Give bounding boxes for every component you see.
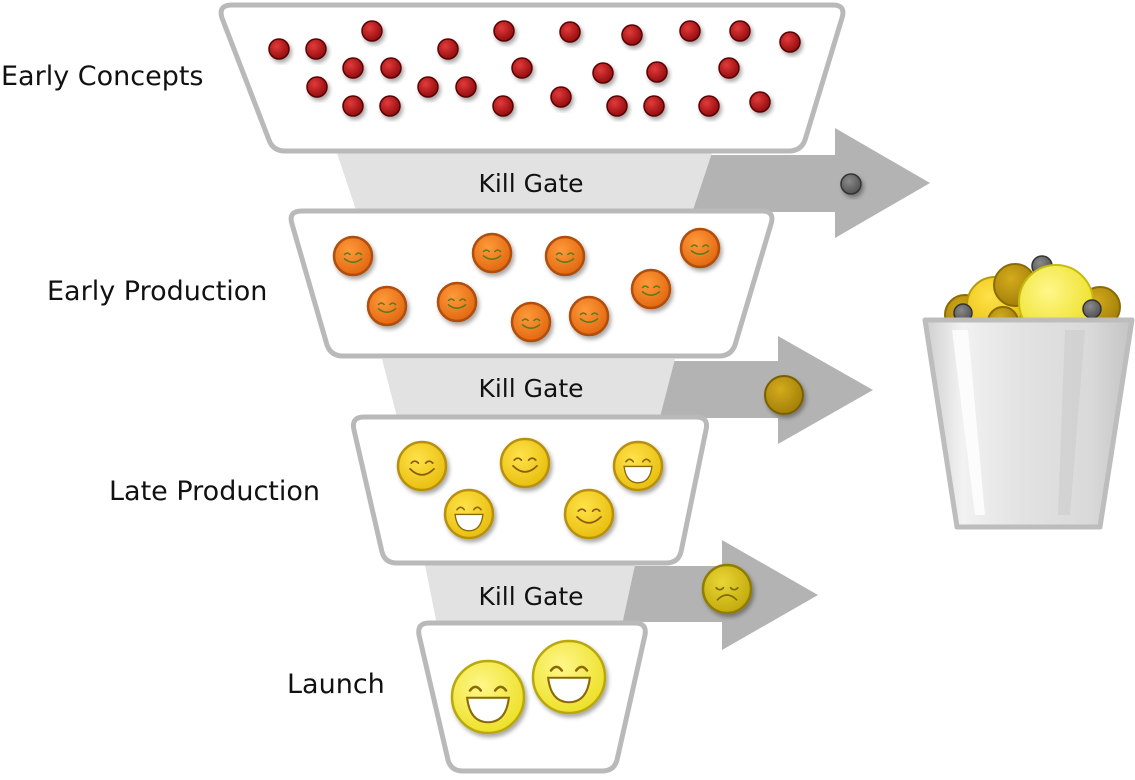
concept-dot-icon xyxy=(305,38,327,60)
concept-dot-icon xyxy=(380,57,402,79)
smiley-icon xyxy=(436,281,478,323)
kill-gate-3 xyxy=(425,565,635,625)
concept-dot-icon xyxy=(729,20,751,42)
concept-dot-icon xyxy=(492,95,514,117)
trash-bin-shade xyxy=(1058,330,1085,515)
kill-gate-label-3: Kill Gate xyxy=(478,582,583,611)
concept-dot-icon xyxy=(455,76,477,98)
funnel-items xyxy=(268,20,862,735)
concept-dot-icon xyxy=(621,24,643,46)
kill-gate-label-1: Kill Gate xyxy=(478,169,583,198)
smiley-icon xyxy=(499,437,551,489)
stage-box-early-concepts xyxy=(218,2,846,154)
concept-dot-icon xyxy=(379,95,401,117)
concept-dot-icon xyxy=(361,20,383,42)
concept-dot-icon xyxy=(592,62,614,84)
stage-box-early-production xyxy=(288,208,775,359)
concept-dot-icon xyxy=(306,76,328,98)
smiley-icon xyxy=(544,235,586,277)
smiley-icon xyxy=(630,268,672,310)
kill-gate-2 xyxy=(382,359,675,417)
stage-label-early-production: Early Production xyxy=(47,276,268,307)
discard-bin xyxy=(922,255,1135,530)
concept-dot-icon xyxy=(550,86,572,108)
laughing-face-icon xyxy=(531,639,607,715)
concept-dot-icon xyxy=(417,76,439,98)
laughing-face-icon xyxy=(450,659,526,735)
kill-gate-label-2: Kill Gate xyxy=(478,374,583,403)
smiley-icon xyxy=(332,235,374,277)
smiley-icon xyxy=(679,227,721,269)
rejected-product-icon xyxy=(764,375,804,415)
trash-bin-highlight xyxy=(952,330,985,515)
sad-face-icon xyxy=(701,563,753,615)
smiley-icon xyxy=(568,295,610,337)
laughing-face-icon xyxy=(612,440,664,492)
concept-dot-icon xyxy=(268,38,290,60)
concept-dot-icon xyxy=(643,95,665,117)
concept-dot-icon xyxy=(749,91,771,113)
concept-dot-icon xyxy=(679,20,701,42)
smiley-icon xyxy=(563,488,615,540)
concept-dot-icon xyxy=(342,57,364,79)
smiley-icon xyxy=(396,440,448,492)
concept-dot-icon xyxy=(698,95,720,117)
concept-dot-icon xyxy=(437,38,459,60)
concept-dot-icon xyxy=(493,20,515,42)
stage-label-early-concepts: Early Concepts xyxy=(1,61,204,92)
kill-gate-1 xyxy=(337,153,712,213)
stage-label-launch: Launch xyxy=(287,669,385,700)
discarded-gray-icon xyxy=(1082,299,1102,319)
concept-dot-icon xyxy=(511,57,533,79)
concept-dot-icon xyxy=(718,57,740,79)
smiley-icon xyxy=(366,285,408,327)
concept-dot-icon xyxy=(779,31,801,53)
rejected-concept-icon xyxy=(840,173,862,195)
kill-gates: Kill Gate Kill Gate Kill Gate xyxy=(337,153,712,625)
concept-dot-icon xyxy=(606,95,628,117)
concept-dot-icon xyxy=(559,21,581,43)
concept-dot-icon xyxy=(646,61,668,83)
concept-dot-icon xyxy=(342,95,364,117)
laughing-face-icon xyxy=(443,488,495,540)
stage-label-late-production: Late Production xyxy=(109,476,321,507)
smiley-icon xyxy=(510,301,552,343)
smiley-icon xyxy=(471,232,513,274)
